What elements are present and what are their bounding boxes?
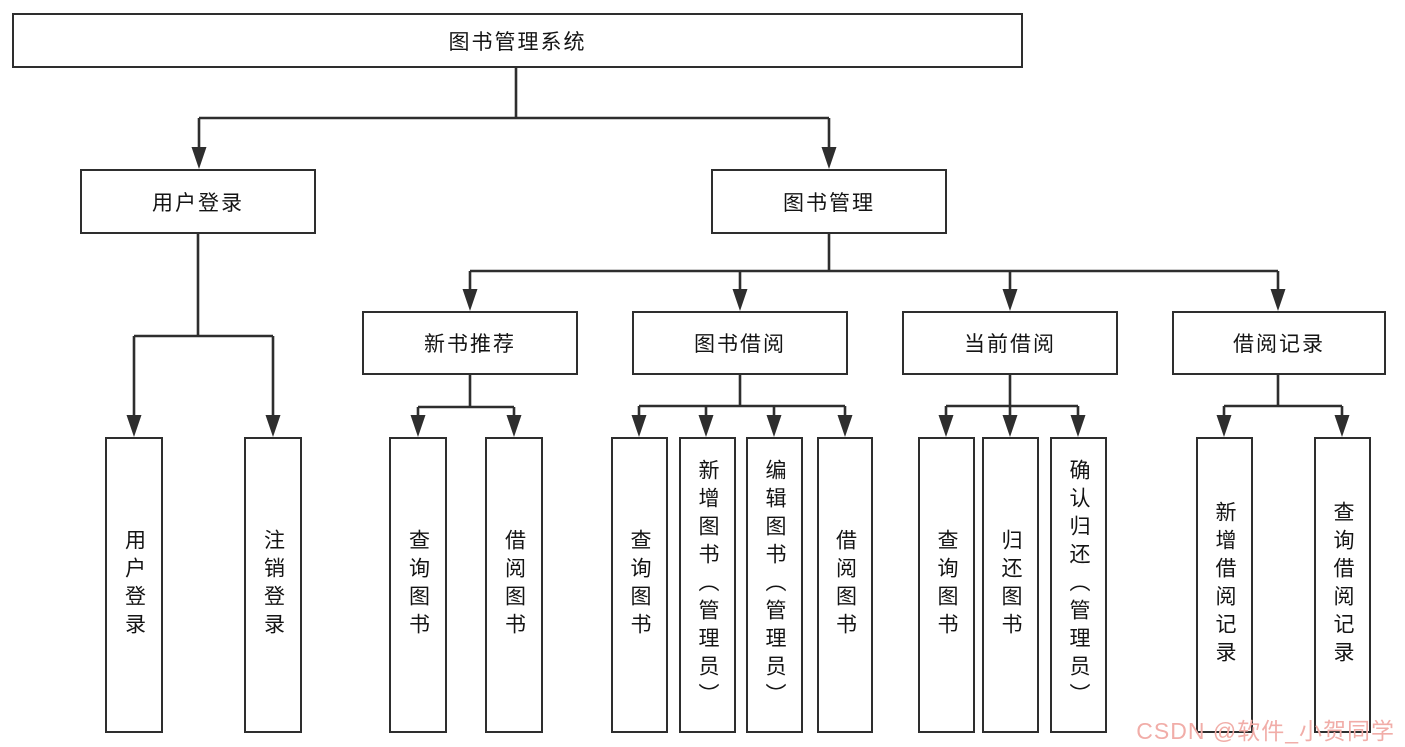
node-current-borrowing: 当前借阅 xyxy=(902,311,1118,375)
leaf-user-login: 用户登录 xyxy=(105,437,163,733)
node-book-management: 图书管理 xyxy=(711,169,947,234)
leaf-confirm-return-admin: 确认归还（管理员） xyxy=(1050,437,1107,733)
leaf-edit-books-admin: 编辑图书（管理员） xyxy=(746,437,803,733)
leaf-borrow-books-newbooks: 借阅图书 xyxy=(485,437,543,733)
leaf-confirm-return-admin-label: 确认归还（管理员） xyxy=(1067,459,1090,711)
leaf-return-books: 归还图书 xyxy=(982,437,1039,733)
node-new-book-recommend-label: 新书推荐 xyxy=(424,333,516,356)
leaf-borrow-books-borrowing: 借阅图书 xyxy=(817,437,873,733)
leaf-query-borrow-record: 查询借阅记录 xyxy=(1314,437,1371,733)
leaf-add-borrow-record-label: 新增借阅记录 xyxy=(1213,501,1236,669)
node-book-management-label: 图书管理 xyxy=(783,191,875,215)
node-borrow-records-label: 借阅记录 xyxy=(1233,333,1325,356)
leaf-edit-books-admin-label: 编辑图书（管理员） xyxy=(763,459,786,711)
node-current-borrowing-label: 当前借阅 xyxy=(964,333,1056,356)
leaf-add-borrow-record: 新增借阅记录 xyxy=(1196,437,1253,733)
leaf-add-books-admin: 新增图书（管理员） xyxy=(679,437,736,733)
leaf-query-books-current: 查询图书 xyxy=(918,437,975,733)
leaf-borrow-books-newbooks-label: 借阅图书 xyxy=(502,529,526,641)
node-borrow-records: 借阅记录 xyxy=(1172,311,1386,375)
leaf-logout-label: 注销登录 xyxy=(261,529,285,641)
node-book-borrowing-label: 图书借阅 xyxy=(694,333,786,356)
leaf-return-books-label: 归还图书 xyxy=(999,529,1022,641)
node-user-login-label: 用户登录 xyxy=(152,191,244,215)
leaf-add-books-admin-label: 新增图书（管理员） xyxy=(696,459,719,711)
leaf-query-books-current-label: 查询图书 xyxy=(935,529,958,641)
node-root-label: 图书管理系统 xyxy=(448,30,587,54)
leaf-query-books-newbooks-label: 查询图书 xyxy=(406,529,430,641)
leaf-query-books-newbooks: 查询图书 xyxy=(389,437,447,733)
node-root: 图书管理系统 xyxy=(12,13,1023,68)
watermark: CSDN @软件_小贺同学 xyxy=(1136,718,1395,744)
node-new-book-recommend: 新书推荐 xyxy=(362,311,578,375)
leaf-query-books-borrowing-label: 查询图书 xyxy=(628,529,651,641)
leaf-query-books-borrowing: 查询图书 xyxy=(611,437,668,733)
leaf-user-login-label: 用户登录 xyxy=(122,529,146,641)
leaf-logout: 注销登录 xyxy=(244,437,302,733)
node-book-borrowing: 图书借阅 xyxy=(632,311,848,375)
leaf-query-borrow-record-label: 查询借阅记录 xyxy=(1331,501,1354,669)
leaf-borrow-books-borrowing-label: 借阅图书 xyxy=(833,529,857,641)
arrowhead-icons xyxy=(126,147,1350,437)
node-user-login: 用户登录 xyxy=(80,169,316,234)
